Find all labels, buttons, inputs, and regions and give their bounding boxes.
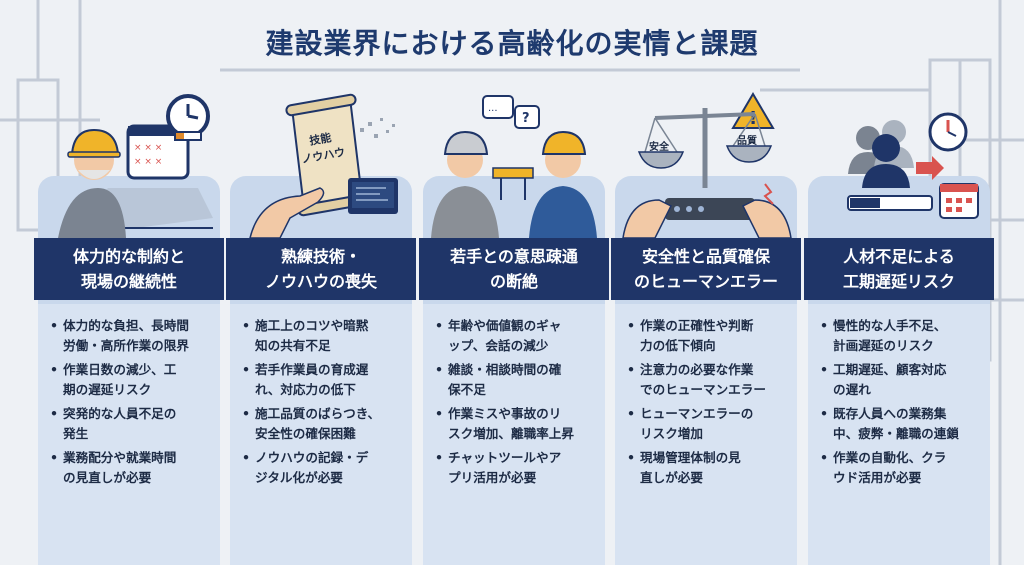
- page-title: 建設業界における高齢化の実情と課題: [265, 27, 759, 60]
- scale-label-safety: 安全: [649, 140, 670, 153]
- people-clock-calendar-icon: [847, 112, 979, 219]
- scale-label-quality: 品質: [737, 134, 757, 147]
- card-heading: 若手との意思疎通 の断絶: [419, 238, 609, 300]
- svg-text:...: ...: [488, 103, 498, 114]
- cards-container: × × × × × × 体力的な制約と 現場の継続性 体力的な負担、長時間労働・高…: [34, 92, 994, 565]
- two-workers-speech-icon: ... ?: [431, 95, 597, 238]
- card-heading: 安全性と品質確保 のヒューマンエラー: [611, 238, 801, 300]
- card-heading: 熟練技術・ ノウハウの喪失: [226, 238, 416, 300]
- scroll-text: 技能: [308, 130, 332, 148]
- card-heading: 人材不足による 工期遅延リスク: [804, 238, 994, 300]
- list-item: 慢性的な人手不足、計画遅延のリスク: [820, 316, 988, 356]
- card-safety-quality: ! 安全 品質 安全性と品質確保 のヒューマンエラー 作業の正確性や判断力の低下…: [611, 92, 801, 565]
- list-item: 施工品質のばらつき、安全性の確保困難: [242, 404, 410, 444]
- scroll-knowledge-icon: 技能 ノウハウ: [249, 93, 398, 238]
- card-labor-shortage: 人材不足による 工期遅延リスク 慢性的な人手不足、計画遅延のリスク 工期遅延、顧…: [804, 112, 994, 565]
- card-heading: 体力的な制約と 現場の継続性: [34, 238, 224, 300]
- svg-text:!: !: [749, 108, 757, 129]
- balance-scale-warning-icon: ! 安全 品質: [622, 92, 792, 238]
- elderly-worker-calendar-clock-icon: × × × × × ×: [58, 94, 213, 238]
- svg-text:× × ×: × × ×: [134, 143, 162, 153]
- svg-text:× × ×: × × ×: [134, 157, 162, 167]
- svg-text:?: ?: [522, 111, 530, 126]
- card-physical-limits: × × × × × × 体力的な制約と 現場の継続性 体力的な負担、長時間労働・高…: [34, 94, 224, 565]
